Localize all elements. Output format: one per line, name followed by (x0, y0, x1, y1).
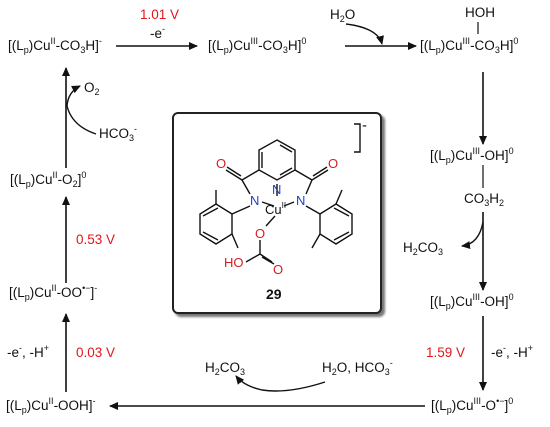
reagent-h2o-top: H2O (330, 7, 356, 24)
species-cu2-superoxo: [(Lp)CuII-OO•−]- (9, 283, 98, 302)
carbonate-o: O (273, 262, 284, 277)
hoh-label: HOH (465, 5, 495, 20)
panel-charge: - (362, 117, 367, 134)
species-cu2-co3h: [(Lp)CuII-CO3H]- (8, 36, 102, 55)
co3h2-label: CO3H2 (464, 191, 505, 208)
reagent-h2co3-bottom: H2CO3 (205, 360, 246, 377)
carbonyl-o-left: O (216, 156, 227, 171)
complex-structure-drawing (199, 123, 361, 265)
complex-structure-panel: O O N N N CuII O HO O - 29 (172, 112, 382, 314)
species-cu2-o2: [(Lp)CuII-O2]0 (10, 170, 87, 189)
reagent-minus-e-top: -e- (150, 24, 166, 42)
curved-arrow-h2co3-release (461, 221, 484, 250)
potential-left-low: 0.03 V (76, 345, 116, 360)
potential-right: 1.59 V (426, 345, 466, 360)
reagent-left-side: -e-, -H+ (7, 343, 50, 361)
copper-center: CuII (265, 201, 287, 218)
carbonyl-o-right: O (328, 156, 339, 171)
reagent-h2o-hco3-bottom: H2O, HCO3- (322, 358, 393, 377)
potential-left-high: 0.53 V (76, 232, 116, 247)
hydroxyl-ho: HO (224, 255, 244, 270)
curved-arrow-o2-release (66, 85, 97, 135)
reagent-hco3-left: HCO3- (99, 124, 138, 143)
species-cu3-co3h: [(Lp)CuIII-CO3H]0 (208, 36, 307, 55)
reagent-h2co3-right: H2CO3 (403, 240, 444, 257)
reagent-right-side: -e-, -H+ (491, 343, 534, 361)
species-cu3-co3h-hoh: [(Lp)CuIII-CO3H]0 (420, 36, 519, 55)
curved-arrow-water (345, 23, 384, 45)
species-cu3-oxyl: [(Lp)CuIII-O•−]0 (431, 396, 514, 415)
pyridine-n: N (272, 182, 282, 197)
species-cu3-oh-a: [(Lp)CuIII-OH]0 (430, 146, 514, 165)
curved-arrow-bottom (235, 375, 326, 392)
species-cu2-ooh: [(Lp)CuII-OOH]- (6, 396, 96, 415)
reagent-o2: O2 (84, 80, 100, 97)
bound-oxygen: O (255, 226, 266, 241)
species-cu3-oh-b: [(Lp)CuIII-OH]0 (430, 292, 514, 311)
compound-number: 29 (266, 286, 282, 302)
amide-n-right: N (296, 193, 306, 208)
amide-n-left: N (250, 193, 260, 208)
potential-top: 1.01 V (140, 7, 180, 22)
